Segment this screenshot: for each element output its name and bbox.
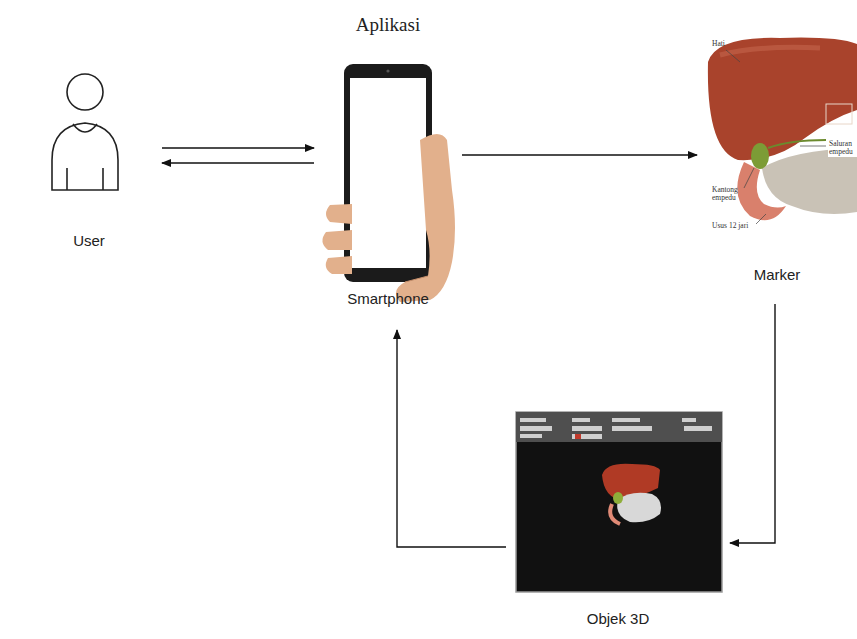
device-label: Smartphone (314, 290, 462, 307)
app-title: Aplikasi (314, 14, 462, 36)
object-node: Objek 3D (506, 408, 730, 636)
part-name: Hati (712, 40, 742, 48)
flow-arrow (730, 304, 775, 543)
object-label: Objek 3D (506, 610, 730, 627)
flow-arrow (162, 162, 314, 163)
software-screenshot (516, 412, 722, 592)
actor-node: User (16, 60, 162, 255)
liver-illustration (708, 38, 857, 224)
actor-label: User (16, 232, 162, 249)
part-name: Usus 12 jari (712, 222, 756, 230)
part-name: Saluran empedu (828, 139, 857, 157)
marker-node: Marker (697, 38, 857, 300)
flow-arrow (162, 147, 314, 148)
part-name: Kantong empedu (712, 186, 744, 202)
marker-label: Marker (697, 266, 857, 283)
smartphone-illustration (322, 64, 455, 302)
flow-arrow (462, 154, 697, 155)
device-node: AplikasiSmartphone (314, 12, 462, 320)
flow-arrow (397, 330, 506, 547)
user-icon (52, 74, 118, 190)
